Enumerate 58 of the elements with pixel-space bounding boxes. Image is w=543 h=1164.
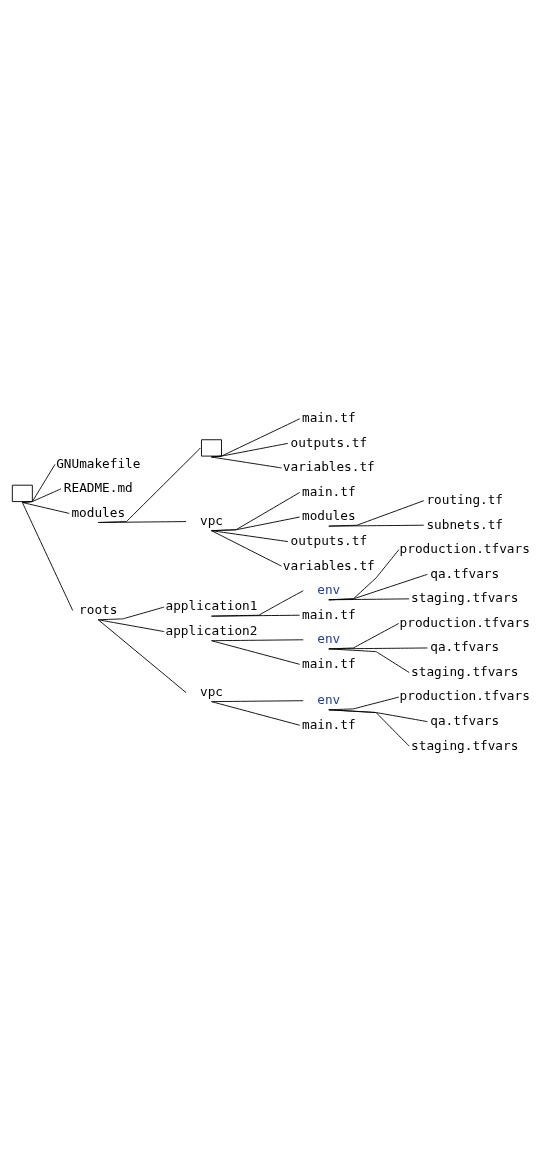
node-text: variables.tf (282, 458, 375, 474)
node-text: GNUmakefile (56, 455, 141, 471)
node-text: routing.tf (426, 491, 504, 507)
node-text: staging.tfvars (411, 589, 519, 605)
node-text: outputs.tf (290, 532, 368, 548)
node-text: modules (71, 504, 126, 520)
connector (328, 708, 410, 747)
connector (328, 499, 425, 527)
node-text: main.tf (301, 409, 356, 425)
connector (21, 501, 70, 514)
node-text: env (317, 581, 341, 597)
connector (211, 417, 301, 457)
node-text: modules (301, 507, 356, 523)
node-text: qa.tfvars (430, 565, 500, 581)
connector (21, 501, 74, 611)
connector (211, 638, 304, 641)
node-text: main.tf (301, 606, 356, 622)
node-text: staging.tfvars (411, 737, 519, 753)
connector (97, 446, 202, 523)
node-text: outputs.tf (290, 434, 368, 450)
node-text: production.tfvars (399, 687, 530, 703)
connector (328, 597, 410, 600)
node-box (201, 438, 222, 457)
connector (328, 573, 428, 600)
node-text: application1 (165, 597, 258, 613)
node-box (11, 484, 33, 502)
node-text: qa.tfvars (430, 638, 500, 654)
connector (211, 700, 301, 726)
connector (211, 589, 304, 617)
node-text: production.tfvars (399, 614, 530, 630)
node-text: main.tf (301, 483, 356, 499)
connector (211, 456, 282, 468)
connector (328, 524, 425, 527)
node-text: production.tfvars (399, 540, 530, 556)
connector (328, 647, 410, 673)
connector (211, 639, 301, 665)
node-text: qa.tfvars (430, 712, 500, 728)
node-text: main.tf (301, 655, 356, 671)
node-text: README.md (63, 479, 133, 495)
connector (211, 614, 301, 617)
node-text: vpc (199, 683, 223, 699)
node-text: env (317, 630, 341, 646)
node-text: roots (79, 601, 118, 617)
connector (97, 520, 187, 523)
node-text: main.tf (301, 716, 356, 732)
node-text: env (317, 691, 341, 707)
connector (211, 699, 304, 702)
connector (211, 529, 289, 542)
connector (97, 618, 187, 693)
connector (211, 529, 282, 567)
node-text: variables.tf (282, 557, 375, 572)
node-text: staging.tfvars (411, 663, 519, 679)
connector (97, 606, 165, 620)
node-text: vpc (199, 512, 223, 528)
node-text: subnets.tf (426, 516, 504, 532)
connector (211, 442, 289, 457)
node-text: application2 (165, 622, 258, 638)
connector (97, 618, 165, 632)
